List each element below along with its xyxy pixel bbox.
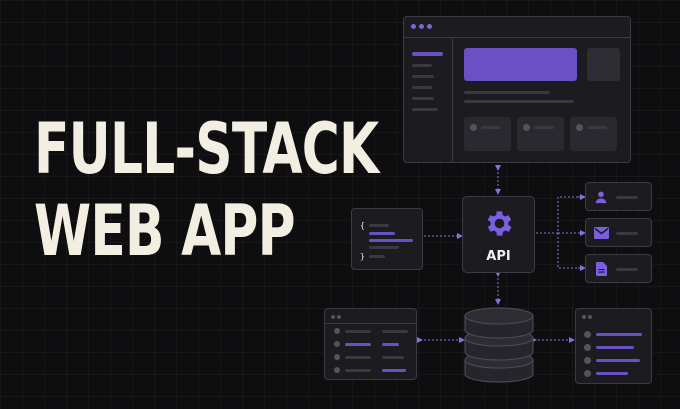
browser-sidebar (404, 38, 453, 162)
list-bar (596, 346, 634, 349)
table-cell (345, 369, 371, 372)
divider (325, 323, 416, 324)
sidebar-item (412, 75, 434, 78)
code-line (369, 239, 413, 242)
list-bar (596, 333, 642, 336)
sidebar-item-active (412, 52, 443, 56)
list-marker (584, 357, 591, 364)
code-line (369, 246, 399, 249)
card-line (587, 126, 607, 129)
sidebar-item (412, 86, 432, 89)
service-line (616, 232, 638, 235)
window-dot (427, 24, 432, 29)
list-bar (596, 359, 640, 362)
card-dot (576, 124, 583, 131)
window-dot (419, 24, 424, 29)
window-dot (331, 315, 335, 319)
row-marker (334, 341, 340, 347)
service-card-mail (585, 218, 652, 247)
sidebar-item (412, 97, 434, 100)
api-node: API (462, 196, 535, 273)
api-label: API (486, 249, 511, 264)
card-line (534, 126, 554, 129)
card-dot (523, 124, 530, 131)
user-icon (595, 191, 607, 204)
hero-banner (464, 48, 577, 81)
window-dot (582, 315, 586, 319)
row-marker (334, 328, 340, 334)
service-line (616, 268, 638, 271)
list-marker (584, 331, 591, 338)
hero-thumbnail (587, 48, 620, 81)
content-card (464, 117, 511, 151)
content-card (570, 117, 617, 151)
row-marker (334, 367, 340, 373)
window-dot (588, 315, 592, 319)
code-open-brace: { (360, 221, 365, 230)
content-line (464, 91, 550, 94)
headline-line-2: WEB APP (34, 190, 296, 272)
list-marker (584, 344, 591, 351)
browser-titlebar (404, 17, 630, 38)
table-cell (382, 369, 406, 372)
table-cell (382, 356, 404, 359)
sidebar-item (412, 108, 438, 111)
code-close-brace: } (360, 252, 365, 261)
content-line (464, 100, 574, 103)
table-cell (382, 330, 408, 333)
list-panel (575, 308, 652, 384)
gear-icon (487, 211, 512, 236)
data-table-panel (324, 308, 417, 380)
table-cell (345, 343, 371, 346)
service-card-document (585, 254, 652, 283)
browser-window (403, 16, 631, 163)
sidebar-item (412, 64, 432, 67)
window-dot (337, 315, 341, 319)
card-line (481, 126, 501, 129)
table-cell (345, 356, 371, 359)
content-card (517, 117, 564, 151)
code-line (369, 255, 385, 258)
row-marker (334, 354, 340, 360)
connector-api-services (536, 196, 583, 269)
code-line (369, 224, 389, 227)
table-cell (345, 330, 371, 333)
list-bar (596, 372, 628, 375)
database-icon (464, 307, 534, 383)
document-icon (596, 262, 607, 276)
service-line (616, 196, 638, 199)
service-card-user (585, 182, 652, 211)
code-panel: { } (351, 208, 423, 270)
window-dot (411, 24, 416, 29)
mail-icon (594, 227, 609, 239)
headline-line-1: FULL-STACK (34, 108, 379, 190)
code-line (369, 232, 395, 235)
list-marker (584, 370, 591, 377)
headline: FULL-STACK WEB APP (34, 108, 379, 272)
card-dot (470, 124, 477, 131)
table-cell (382, 343, 399, 346)
